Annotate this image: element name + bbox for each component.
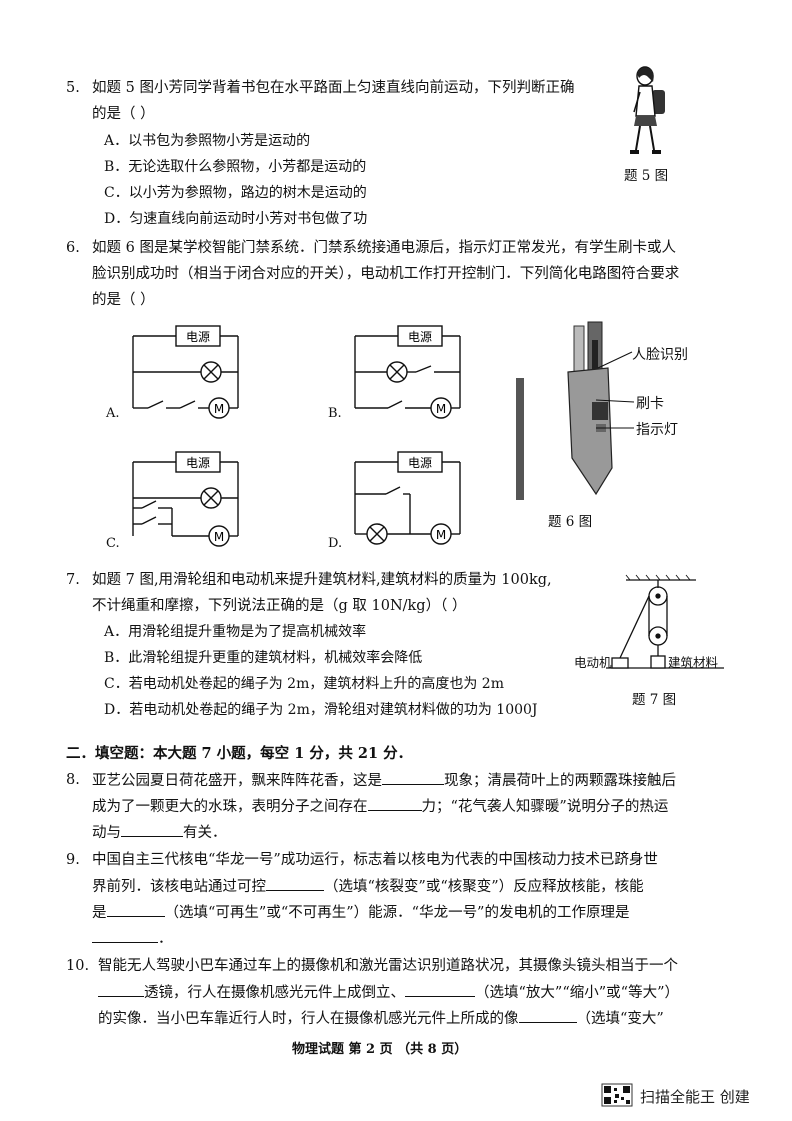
circuit-b-diagram: M 电源	[354, 325, 461, 419]
q7-stem-line2: 不计绳重和摩擦，下列说法正确的是（g 取 10N/kg）（ ）	[92, 598, 467, 614]
gate-label-indicator-light: 指示灯	[636, 422, 678, 438]
q5-number: 5.	[66, 80, 80, 96]
q5-stem-line2: 的是（ ）	[92, 106, 155, 122]
q9-line2: 界前列．该核电站通过可控（选填“核裂变”或“核聚变”）反应释放核能，核能	[92, 876, 644, 897]
q5-option-c: C．以小芳为参照物，路边的树木是运动的	[104, 185, 367, 201]
power-label: 电源	[408, 330, 432, 344]
q7-figure-caption: 题 7 图	[632, 692, 677, 708]
q8-line2: 成为了一颗更大的水珠，表明分子之间存在力；“花气袭人知骤暖”说明分子的热运	[92, 796, 668, 817]
q6-number: 6.	[66, 240, 80, 256]
q9-blank-3[interactable]	[92, 928, 158, 943]
q8-number: 8.	[66, 772, 80, 788]
pulley-label-material: 建筑材料	[668, 655, 719, 670]
gate-label-leader-lines	[595, 351, 635, 429]
access-gate-photo	[516, 321, 613, 500]
q10-blank-2[interactable]	[405, 982, 475, 997]
pulley-system-diagram	[606, 574, 724, 669]
q6-stem-line3: 的是（ ）	[92, 292, 155, 308]
q8-line1: 亚艺公园夏日荷花盛开，飘来阵阵花香，这是现象；清晨荷叶上的两颗露珠接触后	[92, 770, 676, 791]
q6-stem-line2: 脸识别成功时（相当于闭合对应的开关），电动机工作打开控制门．下列简化电路图符合要…	[92, 266, 680, 282]
power-label: 电源	[408, 456, 432, 470]
power-label: 电源	[186, 330, 210, 344]
circuit-c-diagram: M 电源	[132, 451, 239, 547]
section-heading-fill-in: 二．填空题：本大题 7 小题，每空 1 分，共 21 分．	[66, 745, 413, 762]
q9-number: 9.	[66, 852, 80, 868]
q7-option-a: A．用滑轮组提升重物是为了提高机械效率	[104, 624, 367, 640]
page-footer: 物理试题 第 2 页 （共 8 页）	[292, 1042, 468, 1057]
q10-line1: 智能无人驾驶小巴车通过车上的摄像机和激光雷达识别道路状况，其摄像头镜头相当于一个	[98, 958, 678, 974]
q9-blank-1[interactable]	[266, 876, 324, 891]
q5-stem-line1: 如题 5 图小芳同学背着书包在水平路面上匀速直线向前运动，下列判断正确	[92, 80, 575, 96]
q10-number: 10.	[66, 958, 90, 974]
q8-line3: 动与有关．	[92, 822, 227, 843]
pulley-label-motor: 电动机	[574, 655, 612, 670]
girl-with-backpack-illustration	[630, 66, 665, 154]
q10-line2: 透镜，行人在摄像机感光元件上成倒立、（选填“放大”“缩小”或“等大”）	[98, 982, 679, 1003]
q5-option-b: B．无论选取什么参照物，小芳都是运动的	[104, 159, 367, 175]
power-label: 电源	[186, 456, 210, 470]
circuit-b-letter: B.	[328, 406, 342, 421]
q10-line3: 的实像．当小巴车靠近行人时，行人在摄像机感光元件上所成的像（选填“变大”	[98, 1008, 664, 1029]
motor-symbol: M	[436, 402, 446, 416]
q7-option-b: B．此滑轮组提升更重的建筑材料，机械效率会降低	[104, 650, 423, 666]
motor-symbol: M	[436, 528, 446, 542]
q10-blank-3[interactable]	[518, 1008, 577, 1023]
q6-stem-line1: 如题 6 图是某学校智能门禁系统．门禁系统接通电源后，指示灯正常发光，有学生刷卡…	[92, 240, 676, 256]
q9-blank-2[interactable]	[106, 902, 165, 917]
circuit-d-diagram: M 电源	[354, 451, 461, 545]
qr-code-icon	[601, 1083, 633, 1107]
watermark-text: 扫描全能王 创建	[640, 1088, 750, 1106]
q7-number: 7.	[66, 572, 80, 588]
circuit-a-letter: A.	[106, 406, 120, 421]
gate-label-card-swipe: 刷卡	[636, 396, 664, 412]
motor-symbol: M	[214, 530, 224, 544]
motor-symbol: M	[214, 402, 224, 416]
q8-blank-1[interactable]	[382, 770, 444, 785]
q7-option-c: C．若电动机处卷起的绳子为 2m，建筑材料上升的高度也为 2m	[104, 676, 504, 692]
q8-blank-3[interactable]	[121, 822, 183, 837]
circuit-a-diagram: M 电源	[132, 325, 239, 419]
q7-stem-line1: 如题 7 图,用滑轮组和电动机来提升建筑材料,建筑材料的质量为 100kg,	[92, 572, 552, 588]
gate-label-face-recognition: 人脸识别	[632, 347, 688, 363]
q8-blank-2[interactable]	[367, 796, 422, 811]
q9-line1: 中国自主三代核电“华龙一号”成功运行，标志着以核电为代表的中国核动力技术已跻身世	[92, 852, 658, 868]
q9-line4: ．	[92, 928, 173, 949]
q5-option-d: D．匀速直线向前运动时小芳对书包做了功	[104, 211, 368, 227]
q5-figure-caption: 题 5 图	[624, 168, 669, 184]
circuit-d-letter: D.	[328, 536, 343, 551]
circuit-c-letter: C.	[106, 536, 120, 551]
q5-option-a: A．以书包为参照物小芳是运动的	[104, 133, 311, 149]
q6-figure-caption: 题 6 图	[548, 514, 593, 530]
q10-blank-1[interactable]	[98, 982, 144, 997]
q7-option-d: D．若电动机处卷起的绳子为 2m，滑轮组对建筑材料做的功为 1000J	[104, 702, 538, 718]
q9-line3: 是（选填“可再生”或“不可再生”）能源．“华龙一号”的发电机的工作原理是	[92, 902, 629, 923]
